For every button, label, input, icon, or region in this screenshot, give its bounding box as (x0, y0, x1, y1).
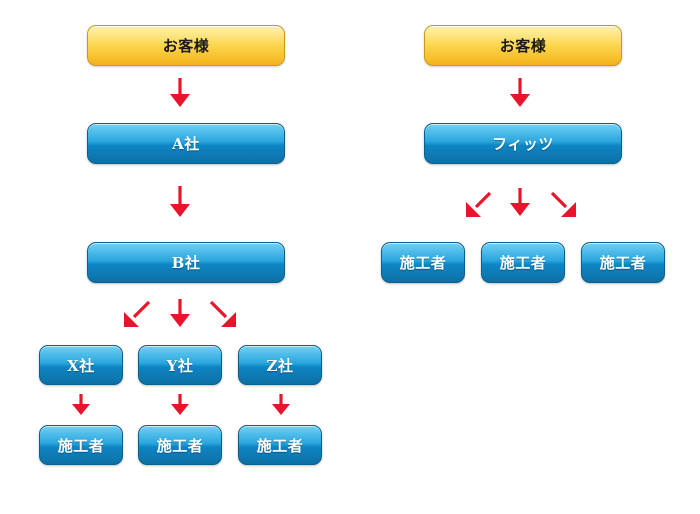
arrow-down-icon (170, 78, 190, 107)
arrow-down-icon (510, 78, 530, 107)
left-contractor-label-1: 施工者 (57, 436, 105, 455)
right-contractor-box-1: 施工者 (381, 242, 465, 283)
right-contractor-box-2: 施工者 (481, 242, 565, 283)
left-contractor-box-2: 施工者 (138, 425, 222, 465)
arrow-down-icon (171, 394, 189, 415)
provider-label: フィッツ (492, 135, 554, 153)
arrow-down-icon (272, 394, 290, 415)
company-a-label: A社 (172, 135, 200, 153)
left-customer-label: お客様 (162, 37, 210, 55)
subcontractor-y-label: Y社 (166, 356, 194, 375)
arrow-down-icon (170, 186, 190, 217)
company-a-box: A社 (87, 123, 285, 164)
arrow-down-icon (72, 394, 90, 415)
right-customer-label: お客様 (499, 37, 547, 55)
arrow-down-icon (170, 299, 190, 327)
right-contractor-label-1: 施工者 (399, 254, 447, 272)
arrow-down-right-icon (550, 191, 576, 217)
company-b-box: B社 (87, 242, 285, 283)
left-contractor-label-3: 施工者 (256, 436, 304, 455)
left-contractor-box-1: 施工者 (39, 425, 123, 465)
left-contractor-label-2: 施工者 (156, 436, 204, 455)
subcontractor-x-box: X社 (39, 345, 123, 385)
right-customer-box: お客様 (424, 25, 622, 66)
arrow-down-icon (510, 188, 530, 216)
right-contractor-label-3: 施工者 (599, 254, 647, 272)
subcontractor-y-box: Y社 (138, 345, 222, 385)
arrow-down-left-icon (124, 300, 151, 327)
provider-box: フィッツ (424, 123, 622, 164)
left-contractor-box-3: 施工者 (238, 425, 322, 465)
left-customer-box: お客様 (87, 25, 285, 66)
subcontractor-z-label: Z社 (266, 356, 294, 375)
right-contractor-box-3: 施工者 (581, 242, 665, 283)
company-b-label: B社 (171, 254, 201, 272)
subcontractor-z-box: Z社 (238, 345, 322, 385)
arrow-down-left-icon (466, 191, 492, 217)
subcontractor-x-label: X社 (67, 356, 95, 375)
right-contractor-label-2: 施工者 (499, 254, 547, 272)
arrow-down-right-icon (209, 300, 236, 327)
